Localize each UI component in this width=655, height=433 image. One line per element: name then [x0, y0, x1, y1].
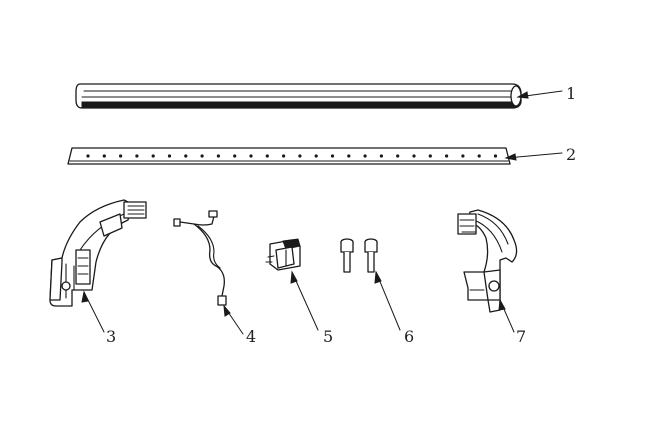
callout-5: 5: [290, 270, 333, 346]
part-7-right-end-bracket: [457, 209, 518, 313]
strip-hole: [477, 154, 481, 158]
strip-hole: [135, 154, 139, 158]
callout-label-1: 1: [566, 84, 576, 103]
strip-hole: [233, 154, 237, 158]
strip-hole: [119, 154, 123, 158]
strip-hole: [412, 154, 416, 158]
strip-hole: [249, 154, 253, 158]
callout-2: 2: [504, 145, 576, 164]
strip-hole: [314, 154, 318, 158]
strip-hole: [151, 154, 155, 158]
callout-3: 3: [81, 290, 116, 346]
callout-label-6: 6: [404, 327, 414, 346]
part-1-rail-profile: [75, 83, 522, 109]
screw-right: [364, 238, 378, 273]
part-6-screws: [340, 238, 378, 273]
strip-hole: [428, 154, 432, 158]
strip-hole: [363, 154, 367, 158]
strip-hole: [445, 154, 449, 158]
strip-hole: [379, 154, 383, 158]
strip-hole: [265, 154, 269, 158]
strip-hole: [461, 154, 465, 158]
strip-hole: [493, 154, 498, 158]
strip-hole: [347, 154, 351, 158]
strip-hole: [102, 154, 106, 158]
strip-hole: [396, 154, 400, 158]
strip-hole: [282, 154, 286, 158]
part-2-perforated-strip: [67, 147, 511, 165]
callout-6: 6: [374, 270, 414, 346]
strip-hole: [184, 154, 188, 158]
part-3-left-end-bracket: [49, 199, 147, 307]
callout-7: 7: [498, 298, 526, 346]
callout-1: 1: [516, 84, 576, 103]
strip-hole: [330, 154, 335, 158]
strip-holes: [86, 154, 498, 158]
callout-label-3: 3: [106, 327, 116, 346]
callout-4: 4: [223, 304, 256, 346]
callout-label-2: 2: [566, 145, 576, 164]
screw-left: [340, 238, 354, 273]
strip-hole: [200, 154, 204, 158]
callout-label-4: 4: [246, 327, 256, 346]
part-5-rocker-switch: [265, 238, 301, 271]
part-4-wire-harness: [173, 210, 227, 306]
strip-hole: [216, 154, 220, 158]
strip-hole: [86, 154, 90, 158]
strip-hole: [167, 154, 172, 158]
callout-label-7: 7: [516, 327, 526, 346]
strip-hole: [298, 154, 302, 158]
callout-label-5: 5: [323, 327, 333, 346]
